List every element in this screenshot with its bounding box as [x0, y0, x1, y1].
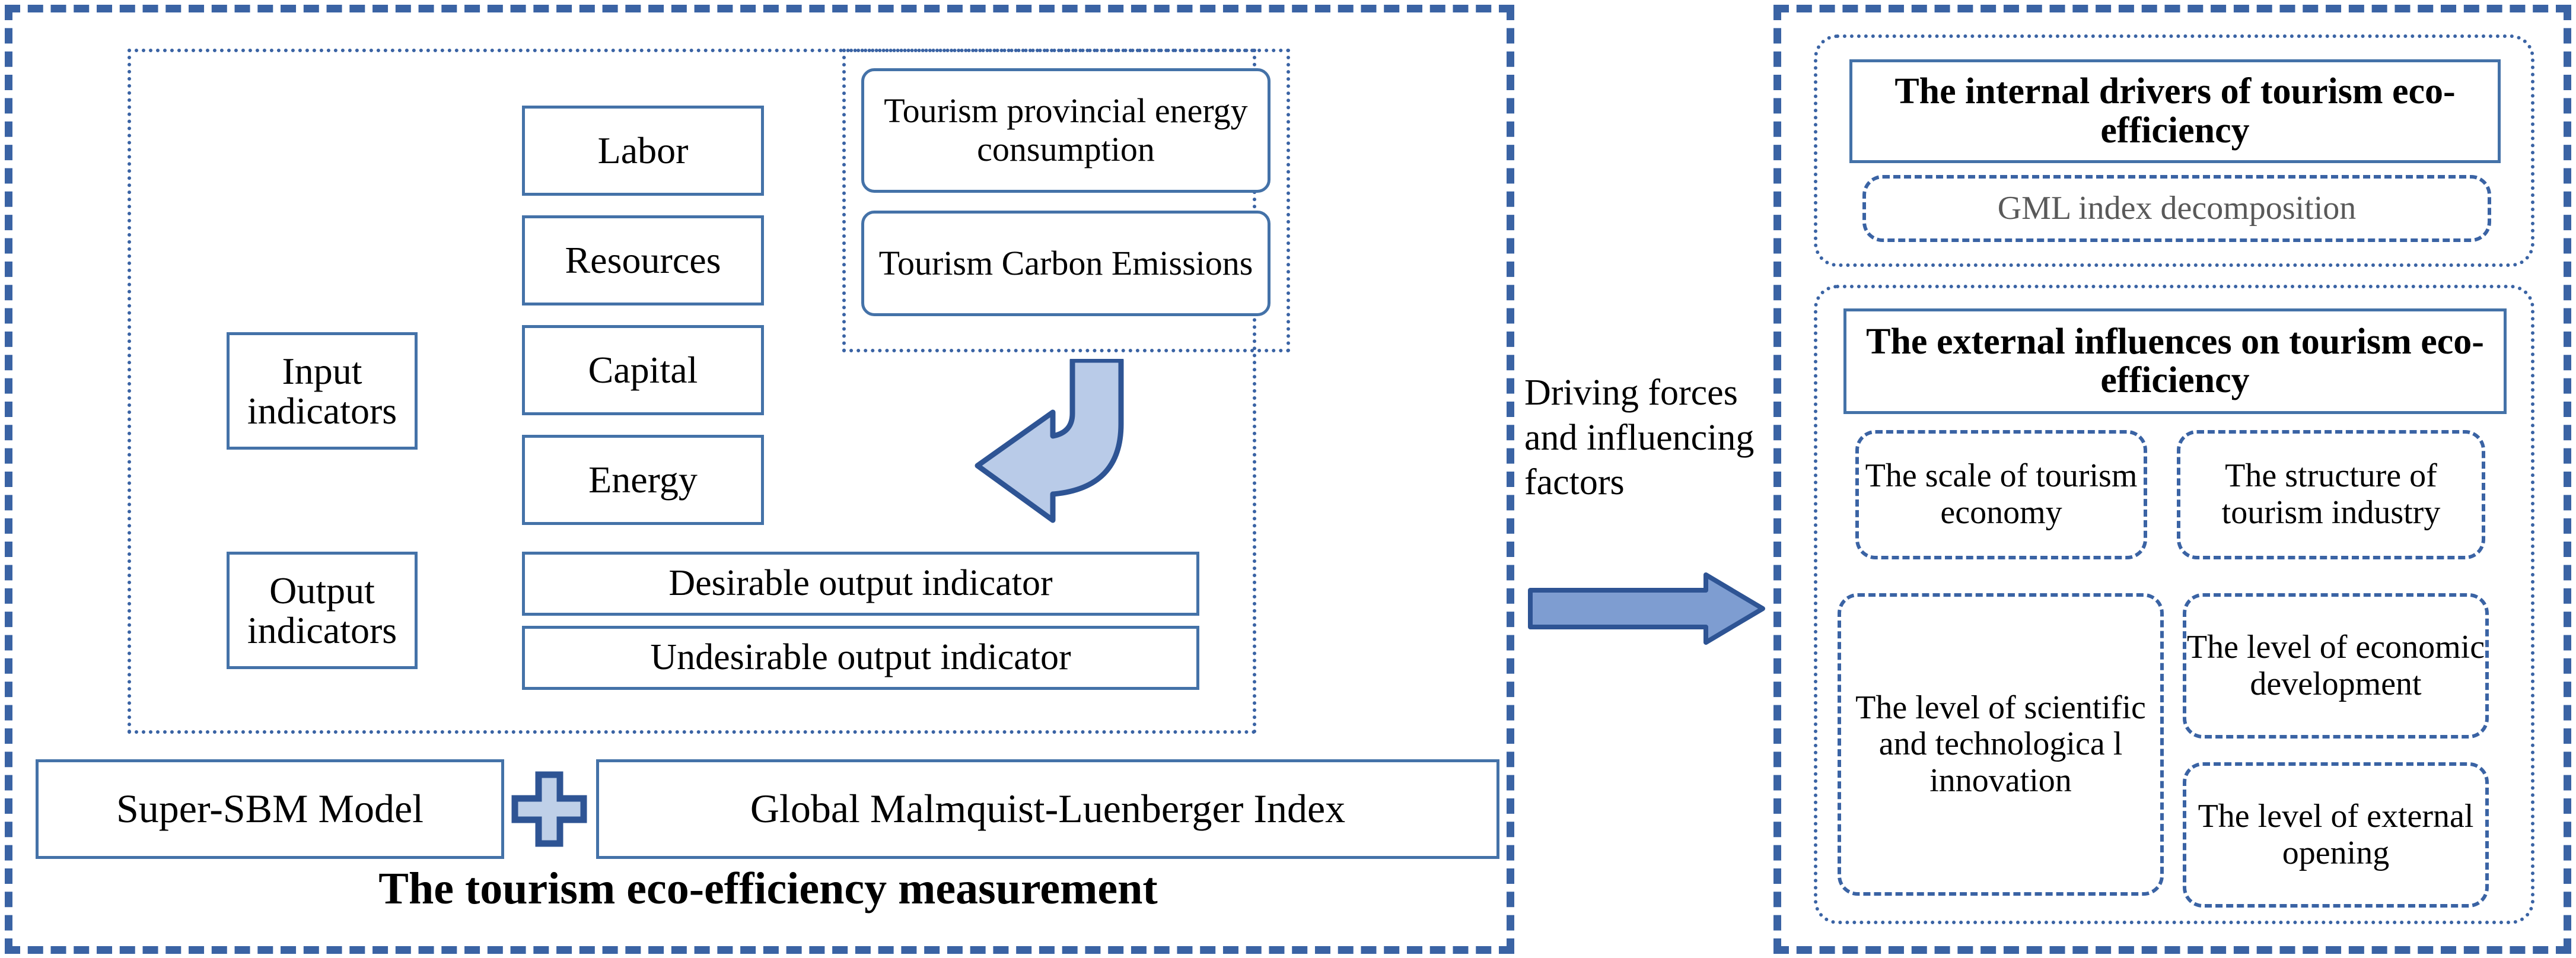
external-influences-title-box[interactable]: The external influences on tourism eco-e… — [1843, 308, 2507, 414]
connector-label-text: Driving forces and influencing factors — [1524, 373, 1755, 503]
left-inner-dotted-frame — [128, 49, 1256, 734]
left-panel-frame — [5, 5, 1514, 954]
external-item-scale-of-tourism-economy[interactable]: The scale of tourism economy — [1855, 430, 2147, 559]
emission-item-provincial-energy[interactable]: Tourism provincial energy consumption — [861, 68, 1271, 193]
emission-item-provincial-energy-label: Tourism provincial energy consumption — [884, 91, 1248, 168]
method-super-sbm-label: Super-SBM Model — [116, 786, 424, 832]
internal-item-gml-decomposition[interactable]: GML index decomposition — [1862, 175, 2491, 242]
internal-drivers-title-label: The internal drivers of tourism eco-effi… — [1894, 71, 2456, 151]
external-item-scientific-technological-innovation[interactable]: The level of scientific and technologica… — [1838, 593, 2164, 896]
input-item-capital[interactable]: Capital — [522, 325, 764, 415]
input-indicators-label: Input indicators — [247, 349, 397, 432]
output-item-desirable[interactable]: Desirable output indicator — [522, 552, 1199, 616]
input-item-capital-label: Capital — [588, 349, 698, 392]
output-indicators-box[interactable]: Output indicators — [227, 552, 418, 669]
external-influences-frame — [1814, 285, 2534, 924]
emission-group-frame — [842, 49, 1290, 352]
output-indicators-label: Output indicators — [247, 569, 397, 651]
right-arrow-icon — [1528, 572, 1765, 645]
input-item-labor-label: Labor — [597, 129, 689, 172]
left-panel-title: The tourism eco-efficiency measurement — [36, 863, 1501, 915]
emission-item-carbon-label: Tourism Carbon Emissions — [878, 243, 1253, 282]
external-item-sci-tech-label: The level of scientific and technologica… — [1855, 689, 2146, 799]
external-item-economic-development[interactable]: The level of economic development — [2183, 593, 2489, 739]
external-influences-title-label: The external influences on tourism eco-e… — [1866, 321, 2484, 400]
internal-drivers-title-box[interactable]: The internal drivers of tourism eco-effi… — [1849, 59, 2501, 163]
input-indicators-box[interactable]: Input indicators — [227, 332, 418, 450]
emission-item-carbon[interactable]: Tourism Carbon Emissions — [861, 211, 1271, 316]
external-item-structure-label: The structure of tourism industry — [2221, 457, 2441, 531]
input-item-energy[interactable]: Energy — [522, 435, 764, 525]
output-item-undesirable[interactable]: Undesirable output indicator — [522, 626, 1199, 690]
external-item-external-opening[interactable]: The level of external opening — [2183, 762, 2489, 908]
input-item-labor[interactable]: Labor — [522, 106, 764, 196]
method-super-sbm-box[interactable]: Super-SBM Model — [36, 759, 504, 859]
output-item-desirable-label: Desirable output indicator — [668, 563, 1053, 604]
curved-left-arrow-icon — [913, 357, 1133, 537]
internal-drivers-frame — [1814, 34, 2534, 267]
input-item-resources[interactable]: Resources — [522, 215, 764, 305]
connector-label: Driving forces and influencing factors — [1524, 371, 1756, 505]
output-item-undesirable-label: Undesirable output indicator — [650, 637, 1071, 678]
input-item-energy-label: Energy — [588, 459, 698, 501]
internal-item-gml-decomposition-label: GML index decomposition — [1997, 189, 2357, 227]
external-item-econ-dev-label: The level of economic development — [2186, 628, 2485, 702]
input-item-resources-label: Resources — [565, 239, 721, 282]
right-panel-frame — [1773, 5, 2571, 954]
left-panel-title-label: The tourism eco-efficiency measurement — [378, 864, 1158, 914]
plus-icon — [511, 771, 587, 847]
method-gml-index-label: Global Malmquist-Luenberger Index — [750, 786, 1346, 832]
method-gml-index-box[interactable]: Global Malmquist-Luenberger Index — [596, 759, 1499, 859]
external-item-scale-label: The scale of tourism economy — [1865, 457, 2138, 531]
external-item-external-opening-label: The level of external opening — [2198, 797, 2474, 871]
external-item-structure-of-tourism-industry[interactable]: The structure of tourism industry — [2177, 430, 2485, 559]
